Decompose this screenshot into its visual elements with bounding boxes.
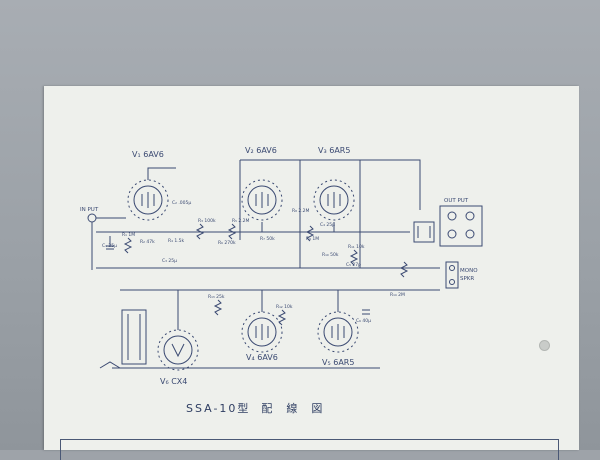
tube-label-v4: V₄ 6AV6: [246, 353, 278, 362]
resistor-r1: [123, 237, 133, 254]
tube-label-v3: V₃ 6AR5: [318, 146, 350, 155]
top-bus-horizontal: [240, 159, 421, 210]
label-c1: C₁ 25μ: [102, 243, 117, 249]
output-transformer: [413, 221, 435, 243]
label-r2: R₂ 47k: [140, 239, 155, 245]
output-terminal-block: [439, 205, 483, 247]
label-r10: R₁₀ 50k: [322, 252, 339, 258]
mono-label-line1: MONO: [460, 268, 478, 274]
label-r5: R₅ 2.2M: [232, 218, 250, 224]
tube-label-v6: V₆ CX4: [160, 377, 187, 386]
label-r6: R₆ 270k: [218, 240, 236, 246]
resistor-r9: [305, 225, 315, 242]
tube-v4-symbol: [241, 311, 283, 353]
resistor-r14: [399, 261, 409, 278]
label-c6: C₆ 40μ: [356, 318, 371, 324]
tube-v6-symbol: [157, 329, 199, 371]
label-r14: R₁₄ 2M: [390, 292, 405, 298]
input-label: IN PUT: [80, 207, 99, 213]
wire-v1-plate: [147, 167, 176, 180]
resistor-r11: [349, 249, 359, 266]
resistor-r5: [227, 223, 237, 240]
input-jack: [87, 213, 126, 270]
tube-label-v5: V₅ 6AR5: [322, 358, 354, 367]
label-r3: R₃ 100k: [198, 218, 216, 224]
wire-grid: [261, 222, 335, 232]
power-transformer: [121, 309, 147, 365]
label-r11: R₁₁ 10k: [348, 244, 365, 250]
wire-rectifier: [177, 289, 200, 330]
tube-v3-symbol: [313, 179, 355, 221]
tube-label-v1: V₁ 6AV6: [132, 150, 164, 159]
tube-v1-symbol: [127, 179, 169, 221]
label-r7: R₇ 50k: [260, 236, 275, 242]
power-switch: [99, 361, 121, 369]
label-r4: R₄ 1.5k: [168, 238, 185, 244]
label-r12: R₁₂ 10k: [276, 304, 293, 310]
punch-hole: [539, 340, 550, 351]
top-bus: [239, 160, 361, 268]
capacitor-c1: [106, 236, 114, 250]
label-c5: C₅ 27p: [346, 262, 361, 268]
resistor-r13: [213, 299, 223, 316]
wire-lower-tubes: [261, 290, 339, 312]
schematic-diagram: V₁ 6AV6 V₂ 6AV6 V₃ 6AR5 V₄ 6AV6 V₅ 6AR5 …: [80, 146, 483, 386]
resistor-r12: [277, 309, 287, 326]
tube-v5-symbol: [317, 311, 359, 353]
resistor-r3: [195, 223, 205, 240]
output-label: OUT PUT: [444, 198, 469, 204]
diagram-title: SSA-10型 配線図: [186, 400, 336, 416]
mono-label-line2: SPKR: [460, 276, 474, 282]
mono-speaker-jack: [445, 261, 459, 289]
title-model: SSA-10型: [186, 402, 251, 415]
label-r1: R₁ 1M: [122, 232, 135, 238]
label-c4: C₄ 25μ: [320, 222, 335, 228]
tube-label-v2: V₂ 6AV6: [245, 146, 277, 155]
label-r8: R₈ 2.2M: [292, 208, 310, 214]
label-c2: C₂ .005μ: [172, 200, 191, 206]
title-kanji: 配線図: [261, 402, 337, 415]
label-r9: R₉ 1M: [306, 236, 319, 242]
label-r13: R₁₃ 25k: [208, 294, 225, 300]
tube-v2-symbol: [241, 179, 283, 221]
label-c3: C₃ 25μ: [162, 258, 177, 264]
capacitor-c6: [362, 309, 370, 315]
